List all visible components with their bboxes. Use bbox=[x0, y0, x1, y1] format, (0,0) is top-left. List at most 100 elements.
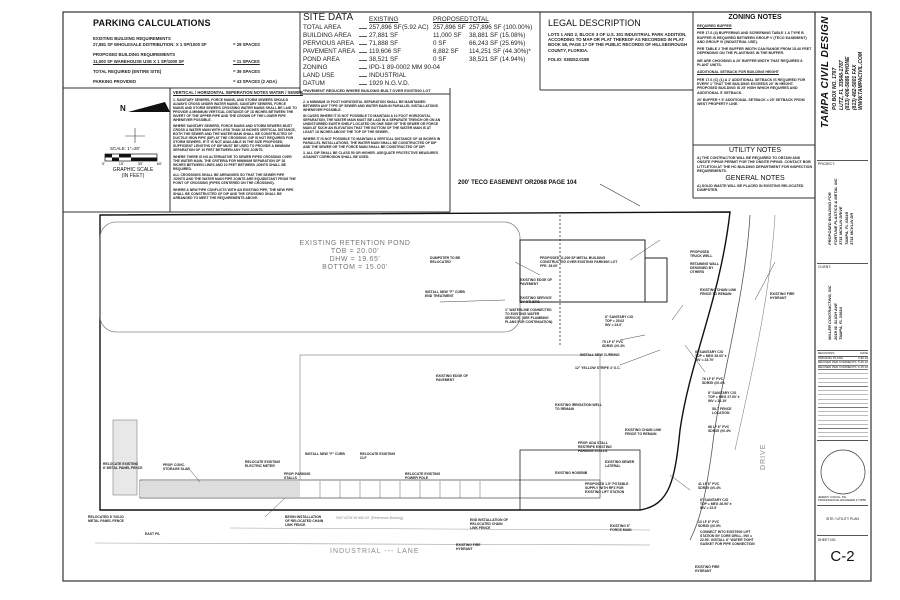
plan-callout: PROP. ADA STALL RESTRIPE EXISTING PARKIN… bbox=[578, 441, 612, 453]
site-data-existing: 27,881 SF bbox=[369, 32, 399, 39]
engineer-name: JEREMY COUCH, P.E. bbox=[818, 495, 847, 499]
plan-callout: 8" SANITARY C/O TOP = MEG 26.00' ± INV =… bbox=[695, 350, 727, 362]
revision-date: 6.15.16 bbox=[857, 364, 868, 369]
site-data-total: 257,896 SF (100.00%) bbox=[469, 24, 533, 31]
site-data-proposed: 0 SF bbox=[433, 56, 447, 63]
site-data-row: DATUM 1929 N.G.V.D. bbox=[303, 80, 537, 88]
plan-callout: EXISTING FIRE HYDRANT bbox=[695, 565, 720, 573]
plan-callout: EXISTING IRRIGATION WELL TO REMAIN bbox=[555, 403, 603, 411]
zoning-paragraph: PER TABLE 2 THE BUFFER WIDTH CAN RANGE F… bbox=[697, 47, 812, 56]
utility-notes: UTILITY NOTES A) THE CONTRACTOR WILL BE … bbox=[697, 147, 813, 193]
plan-callout: EXISTING 6" FORCE MAIN bbox=[610, 524, 632, 532]
engineer-license: PROFESSIONAL ENGINEER # 70856 bbox=[818, 498, 866, 503]
parking-row-label: EXISTING BUILDING REQUIREMENTS bbox=[93, 36, 171, 41]
site-data-total: 38,521 SF (14.94%) bbox=[469, 56, 526, 63]
plan-callout: CONNECT INTO EXISTING LIFT STATION BY CO… bbox=[700, 530, 755, 546]
plan-callout: EXISTING FIRE HYDRANT bbox=[770, 292, 795, 300]
parking-row-value: = 43 SPACES (2 ADA) bbox=[233, 79, 277, 85]
plan-callout: END INSTALLATION OF RELOCATED CHAIN LINK… bbox=[470, 518, 509, 530]
site-data-table: SITE DATA EXISTING PROPOSED TOTAL TOTAL … bbox=[303, 12, 537, 94]
site-data-label: DATUM bbox=[303, 80, 325, 87]
scale-tick: 0' bbox=[102, 161, 105, 166]
project-line: 3711 MCKLIN DRIVE bbox=[838, 206, 843, 245]
plan-callout: RELOCATED 8' SOLID METAL PANEL FENCE bbox=[88, 515, 124, 523]
parking-row-value: = 11 SPACES bbox=[233, 58, 260, 64]
company-address-line: WWW.TAMPACIVIL.COM bbox=[858, 51, 864, 110]
scale-ticks: 0'15'30'60' bbox=[102, 161, 162, 167]
column-header: PROPOSED bbox=[433, 16, 469, 23]
pond-label: EXISTING RETENTION POND TOB = 20.00' DHW… bbox=[270, 240, 440, 272]
site-data-existing: 257,896 SF bbox=[369, 24, 402, 31]
legal-text: LOTS 1 AND 2, BLOCK 3 OF U.S. 301 INDUST… bbox=[548, 32, 688, 53]
client-line: MILLER CONTRACTING, INC bbox=[827, 285, 832, 340]
plan-callout: EXISTING CHAIN LINK FENCE TO REMAIN bbox=[625, 428, 662, 436]
company-name: TAMPA CIVIL DESIGN bbox=[820, 16, 831, 128]
plan-callout: EXISTING SERVICE BY OTHERS bbox=[520, 296, 552, 304]
parking-calculations: PARKING CALCULATIONS EXISTING BUILDING R… bbox=[93, 18, 293, 84]
separation-col2: 2. A MINIMUM 10 FOOT HORIZONTAL SEPARATI… bbox=[303, 97, 443, 200]
site-data-label: PAVEMENT AREA bbox=[303, 48, 356, 55]
site-data-proposed: 0 SF bbox=[433, 40, 447, 47]
easement-leader bbox=[599, 183, 641, 207]
parking-row: PARKING PROVIDED = 43 SPACES (2 ADA) bbox=[93, 79, 293, 84]
revision-empty-rows bbox=[818, 370, 868, 439]
site-data-existing: 1929 N.G.V.D. bbox=[369, 80, 410, 87]
plan-callout: PROPOSED 11,000 SF METAL BUILDING CONSTR… bbox=[540, 256, 618, 268]
legal-description: LEGAL DESCRIPTION LOTS 1 AND 2, BLOCK 3 … bbox=[548, 18, 688, 62]
client-label: CLIENT: bbox=[818, 265, 832, 269]
site-data-label: POND AREA bbox=[303, 56, 340, 63]
scale-tick: 60' bbox=[156, 161, 162, 166]
column-header: TOTAL bbox=[469, 16, 489, 23]
parking-row-label: PARKING PROVIDED bbox=[93, 79, 137, 85]
scale-tick: 30' bbox=[137, 161, 143, 166]
plan-callout: 13 LF 6" PVC SDR35 @0.5% bbox=[698, 520, 721, 528]
zoning-title: ZONING NOTES bbox=[728, 14, 782, 21]
title-block-divider bbox=[817, 160, 868, 161]
separation-title: VERTICAL / HORIZONTAL SEPERATION NOTES W… bbox=[173, 90, 303, 95]
plan-callout: 12" YELLOW STRIPE 4' O.C. bbox=[575, 366, 621, 370]
general-title: GENERAL NOTES bbox=[725, 175, 785, 183]
retention-pond bbox=[99, 221, 521, 333]
project-line: 3711 MCKLIN DR bbox=[849, 212, 854, 245]
plan-callout: 8" SANITARY C/O TOP = MEG 27.00' ± INV =… bbox=[708, 391, 740, 403]
parking-row-value: = 39 SPACES bbox=[233, 68, 261, 74]
separation-note: WHERE THERE IS NO ALTERNATIVE TO SEWER P… bbox=[173, 154, 292, 171]
parking-row-value bbox=[233, 52, 293, 57]
project-label: PROJECT: bbox=[818, 162, 835, 166]
pond-dhw: DHW = 19.65' bbox=[329, 256, 381, 263]
pond-tob: TOB = 20.00' bbox=[330, 248, 380, 255]
site-data-existing: INDUSTRIAL bbox=[369, 72, 407, 79]
graphic-scale-units: (IN FEET) bbox=[121, 172, 145, 179]
parking-stall-lines bbox=[319, 481, 481, 498]
plan-callout: PROPOSED TRUCK WELL bbox=[690, 250, 713, 258]
plan-callout: INSTALL NEW "F" CURB bbox=[305, 452, 345, 456]
plan-callout: PROPOSED 1.5" POTABLE SUPPLY WITH RPZ FO… bbox=[585, 482, 629, 494]
site-data-existing: IPD-1 89-0002 MM 90-04 bbox=[369, 64, 441, 71]
road-edge bbox=[94, 542, 651, 546]
utility-text: A) THE CONTRACTOR WILL BE REQUIRED TO OB… bbox=[697, 156, 813, 173]
plan-callout: RELOCATE EXISTING POWER POLE bbox=[405, 472, 441, 480]
zoning-paragraph: PER 17.6 (C) (1) A 1' ADDITIONAL SETBACK… bbox=[697, 77, 806, 95]
separation-note: WHERE IT IS NOT POSSIBLE TO MAINTAIN A V… bbox=[303, 136, 441, 149]
separation-note: WHERE SANITARY SEWERS, FORCE MAINS AND S… bbox=[173, 124, 296, 153]
plan-callout: EXISTING SEWER LATERAL bbox=[605, 460, 635, 468]
leader-line bbox=[359, 28, 367, 29]
site-data-total: 114,251 SF (44.30%)* bbox=[469, 48, 531, 55]
zoning-paragraph: WE ARE CHOOSING A 20' BUFFER WIDTH THAT … bbox=[697, 58, 803, 68]
drive-edge bbox=[734, 214, 776, 451]
site-data-acres: (5.92 AC) bbox=[402, 24, 429, 31]
site-data-title: SITE DATA bbox=[303, 12, 354, 23]
plan-callout: RELOCATE EXISTING CLF bbox=[360, 452, 396, 460]
separation-col1: 1. SANITARY SEWERS, FORCE MAINS, AND STO… bbox=[173, 95, 297, 200]
site-data-total: 38,881 SF (15.08%) bbox=[469, 32, 526, 39]
parking-row-label: 11,000 SF WAREHOUSE USE X 1 SP/1000 SF bbox=[93, 58, 184, 64]
plan-callout: BEGIN INSTALLATION OF RELOCATED CHAIN LI… bbox=[285, 515, 324, 527]
